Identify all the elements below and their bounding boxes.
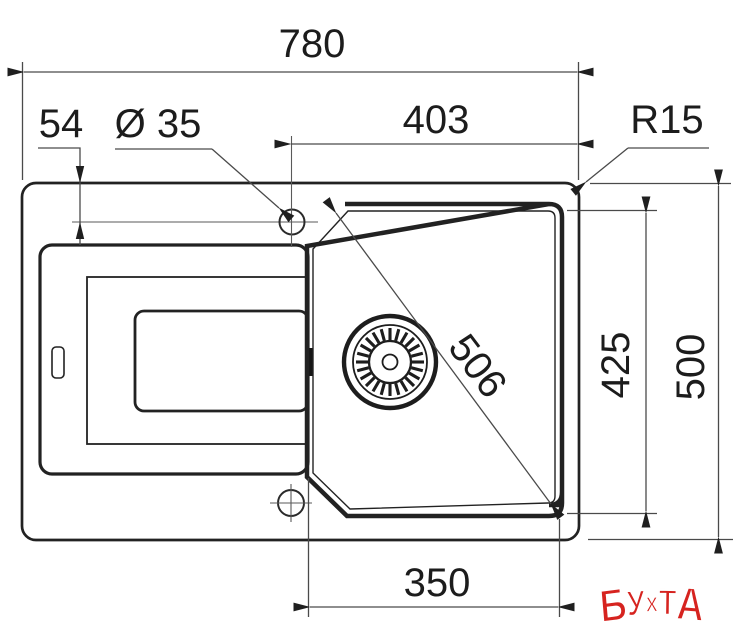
drain-tick: [410, 351, 424, 358]
drain-inner-ring: [367, 339, 413, 385]
drain-tick: [371, 380, 381, 393]
label-780: 780: [279, 22, 346, 66]
label-hole-diameter: Ø 35: [115, 102, 202, 146]
dim-780: [7, 62, 594, 180]
dim-500: [588, 169, 733, 554]
drain-tick: [404, 336, 416, 348]
drain-tick: [399, 380, 409, 393]
drain-tick: [399, 331, 409, 344]
watermark-letter: У: [625, 581, 647, 625]
label-500: 500: [669, 334, 713, 401]
drain-tick: [410, 366, 424, 373]
drainboard-inner-contour: [133, 309, 310, 413]
drain-tick: [379, 328, 386, 342]
drain-tick: [359, 343, 372, 353]
label-350: 350: [404, 561, 471, 605]
label-r15: R15: [630, 98, 703, 142]
dimension-lines: [7, 62, 733, 617]
sink-outline: [20, 181, 581, 542]
drain-tick: [394, 328, 401, 342]
drain-tick: [356, 351, 370, 358]
drain-tick: [356, 366, 370, 373]
watermark-letter: х: [644, 585, 660, 619]
dim-r15-leader: [570, 147, 709, 196]
drainboard-slot: [51, 346, 65, 379]
label-403: 403: [403, 98, 470, 142]
dim-425: [567, 196, 657, 528]
drain-tick: [364, 376, 376, 388]
dim-hole-leader: [115, 148, 295, 223]
drain-tick: [408, 371, 421, 381]
dim-54: [38, 147, 85, 245]
label-506: 506: [440, 326, 515, 406]
label-425: 425: [594, 332, 638, 399]
drain-tick: [408, 343, 421, 353]
faucet-holes: [72, 136, 318, 522]
drain-tick: [364, 336, 376, 348]
drainboard-middle-contour: [86, 276, 309, 445]
drain-sunburst: [356, 328, 424, 396]
drain-tick: [404, 376, 416, 388]
drain-tick: [359, 371, 372, 381]
watermark-letter: Т: [657, 581, 677, 624]
drain-tick: [371, 331, 381, 344]
drain-center-hole: [381, 353, 399, 371]
drainboard-outline: [38, 243, 310, 476]
drain-tick: [394, 382, 401, 396]
dim-506: [322, 197, 565, 520]
dim-350: [293, 478, 575, 617]
label-54: 54: [39, 102, 84, 146]
watermark-letter: Б: [597, 576, 630, 633]
drain-tick: [379, 382, 386, 396]
watermark-letter: А: [674, 575, 707, 632]
